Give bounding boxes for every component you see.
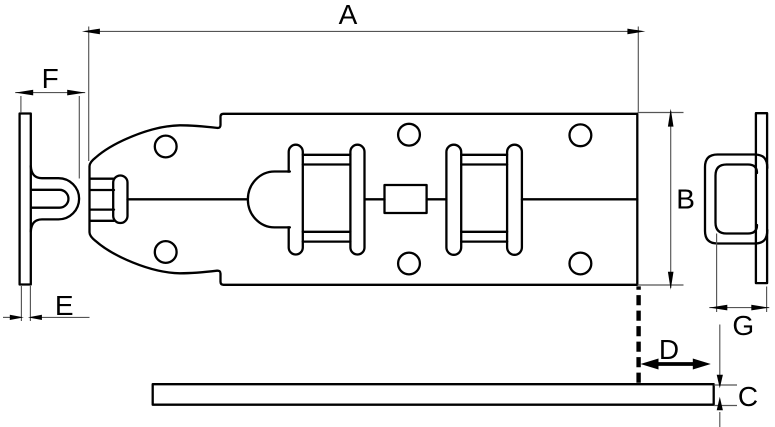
dimension-labels: A B C D E F G: [42, 0, 758, 412]
dim-label-d: D: [659, 334, 679, 365]
bolt-knob: [112, 174, 129, 225]
staple-hook-outer: [29, 164, 81, 233]
screw-hole: [153, 134, 178, 159]
screw-hole: [396, 251, 422, 276]
arrowhead-bold: [640, 358, 659, 370]
arrowhead: [15, 89, 34, 96]
arrowhead-bold: [692, 358, 711, 370]
dim-label-a: A: [339, 0, 358, 30]
screw-hole: [568, 123, 593, 148]
screw-hole: [396, 122, 422, 147]
keeper-channel-inner: [714, 163, 759, 235]
guide-capsule: [349, 143, 366, 256]
plate-edge-view: [151, 383, 715, 406]
arrowhead: [716, 396, 723, 411]
screw-hole: [568, 251, 593, 276]
staple-bar-side: [18, 112, 32, 286]
dim-label-g: G: [732, 310, 754, 341]
arrowhead: [667, 271, 674, 290]
arrowhead: [627, 28, 646, 35]
bolt-dome-fill: [249, 172, 291, 227]
arrowhead: [709, 304, 728, 311]
screw-hole: [153, 239, 178, 265]
bolt-plate-outline: [88, 112, 639, 286]
keeper-bar-end: [754, 112, 769, 285]
arrowhead: [81, 28, 100, 35]
part-outlines: [18, 112, 769, 406]
arrowhead: [716, 374, 723, 389]
arrowhead: [667, 108, 674, 127]
dim-label-e: E: [55, 290, 74, 321]
keeper-channel-outer: [703, 153, 769, 245]
throw-indicator: [636, 286, 711, 383]
guide-capsule: [445, 143, 463, 256]
dim-label-f: F: [42, 63, 59, 94]
staple-hook-inner: [30, 188, 70, 209]
bolt-dome: [246, 170, 292, 229]
arrowhead: [67, 89, 86, 96]
rod-block: [383, 183, 428, 215]
dim-label-c: C: [738, 381, 758, 412]
dim-label-b: B: [676, 183, 695, 214]
dimension-arrowheads: [9, 28, 770, 411]
arrowhead: [27, 314, 42, 320]
arrowhead: [9, 314, 24, 320]
guide-capsule: [505, 143, 524, 256]
arrowhead: [751, 304, 770, 311]
